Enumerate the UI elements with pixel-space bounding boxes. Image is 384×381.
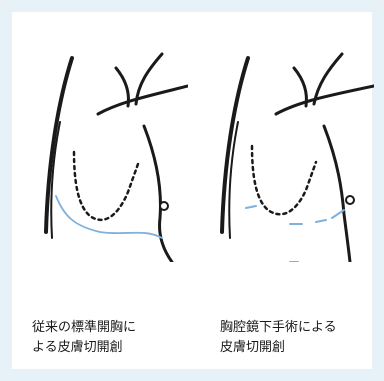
- chest-outline: [324, 126, 350, 262]
- chest-outline: [144, 126, 172, 262]
- shoulder-line: [98, 86, 188, 114]
- caption-line: 皮膚切開創: [220, 338, 337, 358]
- nipple: [160, 202, 168, 210]
- port-incision-3: [316, 220, 326, 222]
- standard-thoracotomy-illustration: [12, 22, 188, 262]
- caption-thoracoscopic-surgery: 胸腔鏡下手術による 皮膚切開創: [220, 318, 337, 358]
- caption-line: 胸腔鏡下手術による: [220, 318, 337, 338]
- nipple: [346, 196, 354, 204]
- neck-line-left: [116, 68, 129, 106]
- caption-line: 従来の標準開胸に: [32, 318, 136, 338]
- caption-standard-thoracotomy: 従来の標準開胸に よる皮膚切開創: [32, 318, 136, 358]
- arm-outline: [46, 58, 72, 232]
- long-incision-scar: [56, 196, 162, 238]
- scapula-dotted-outline: [252, 146, 316, 214]
- port-incision-1: [246, 206, 256, 208]
- caption-line: よる皮膚切開創: [32, 338, 136, 358]
- port-incision-4: [332, 210, 344, 218]
- shoulder-line: [276, 86, 374, 114]
- diagram-panel: 従来の標準開胸に よる皮膚切開創 胸腔鏡下手術による 皮膚切開創: [12, 12, 372, 369]
- scapula-dotted-outline: [74, 152, 138, 220]
- neck-line-left: [294, 68, 307, 106]
- thoracoscopic-surgery-illustration: [198, 22, 374, 262]
